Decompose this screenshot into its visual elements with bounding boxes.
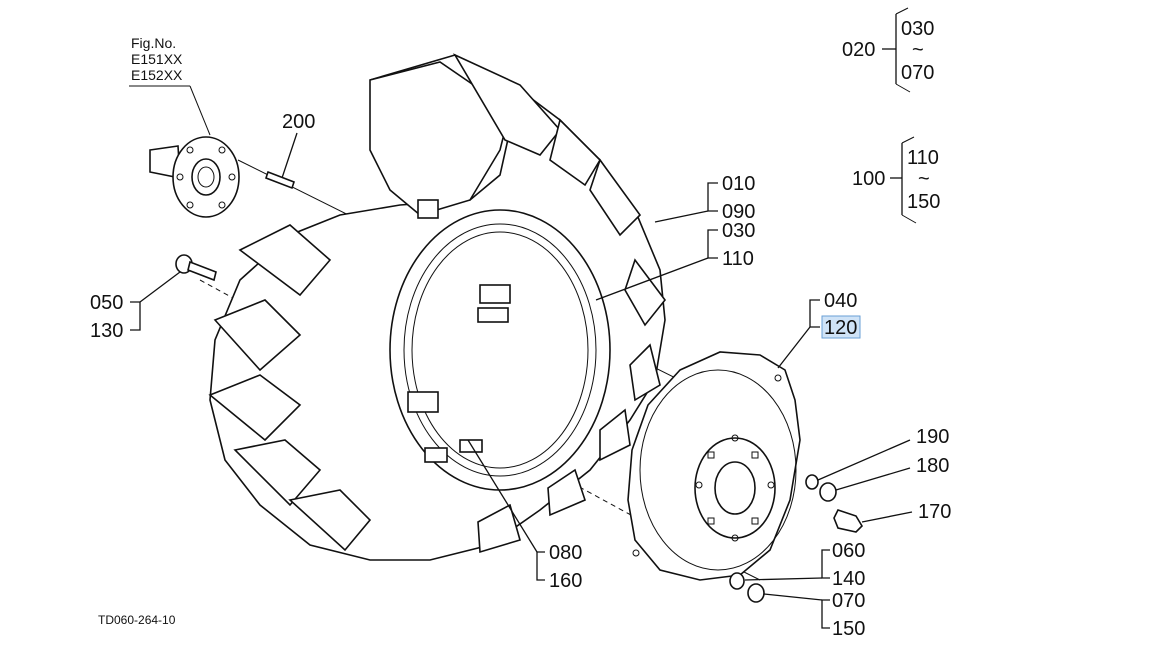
callout-010: 010 [722,173,755,195]
group-100-from: 110 [907,147,939,169]
group-100-to: 150 [907,191,940,213]
bracket-040-120 [809,299,820,328]
callout-140: 140 [832,568,865,590]
group-020-parent: 020 [842,39,875,61]
wheel-disc-drawing [627,351,801,581]
callout-160: 160 [549,570,582,592]
callout-080: 080 [549,542,582,564]
bracket-050-130 [130,301,141,331]
bracket-060-140 [821,549,830,579]
callout-050: 050 [90,292,123,314]
group-100-tilde: ~ [918,168,930,190]
leader-190 [817,439,911,481]
leader-080 [467,439,538,553]
leader-010 [654,210,709,223]
group-100-parent: 100 [852,168,885,190]
leader-030 [595,257,709,301]
group-100: 100 110 ~ 150 [852,136,940,224]
bracket-070-150 [821,599,830,629]
callout-070: 070 [832,590,865,612]
tire-drawing [208,53,667,561]
leader-040 [777,326,811,369]
fig-leader [189,85,211,136]
hardware-nuts-drawing [729,474,864,603]
bracket-030-110 [707,229,718,259]
axle-hub-drawing [149,136,240,218]
callout-200: 200 [282,111,315,133]
bracket-080-160 [536,551,545,581]
callout-110: 110 [722,248,754,270]
bracket-010-090 [707,182,718,212]
leader-200 [281,132,298,179]
leader-050 [139,271,181,303]
fig-code-2: E152XX [131,67,183,83]
selected-part-highlight [821,315,861,339]
group-020-to: 070 [901,62,934,84]
callout-040: 040 [824,290,857,312]
bolt-drawing [175,254,217,282]
leader-170 [861,511,913,523]
group-020: 020 030 ~ 070 [842,7,934,93]
callout-060: 060 [832,540,865,562]
callout-180: 180 [916,455,949,477]
stud-bolt-drawing [264,170,296,190]
leader-180 [835,467,911,491]
callout-130: 130 [90,320,123,342]
leader-070 [763,593,823,601]
callout-120[interactable]: 120 [824,317,857,339]
callout-150: 150 [832,618,865,640]
callout-190: 190 [916,426,949,448]
callout-170: 170 [918,501,951,523]
fig-code-1: E151XX [131,51,183,67]
group-020-tilde: ~ [912,39,924,61]
fig-no-label: Fig.No. [131,35,176,51]
group-020-from: 030 [901,18,934,40]
callout-090: 090 [722,201,755,223]
drawing-id: TD060-264-10 [98,613,176,627]
callout-030: 030 [722,220,755,242]
leader-060 [744,577,823,581]
